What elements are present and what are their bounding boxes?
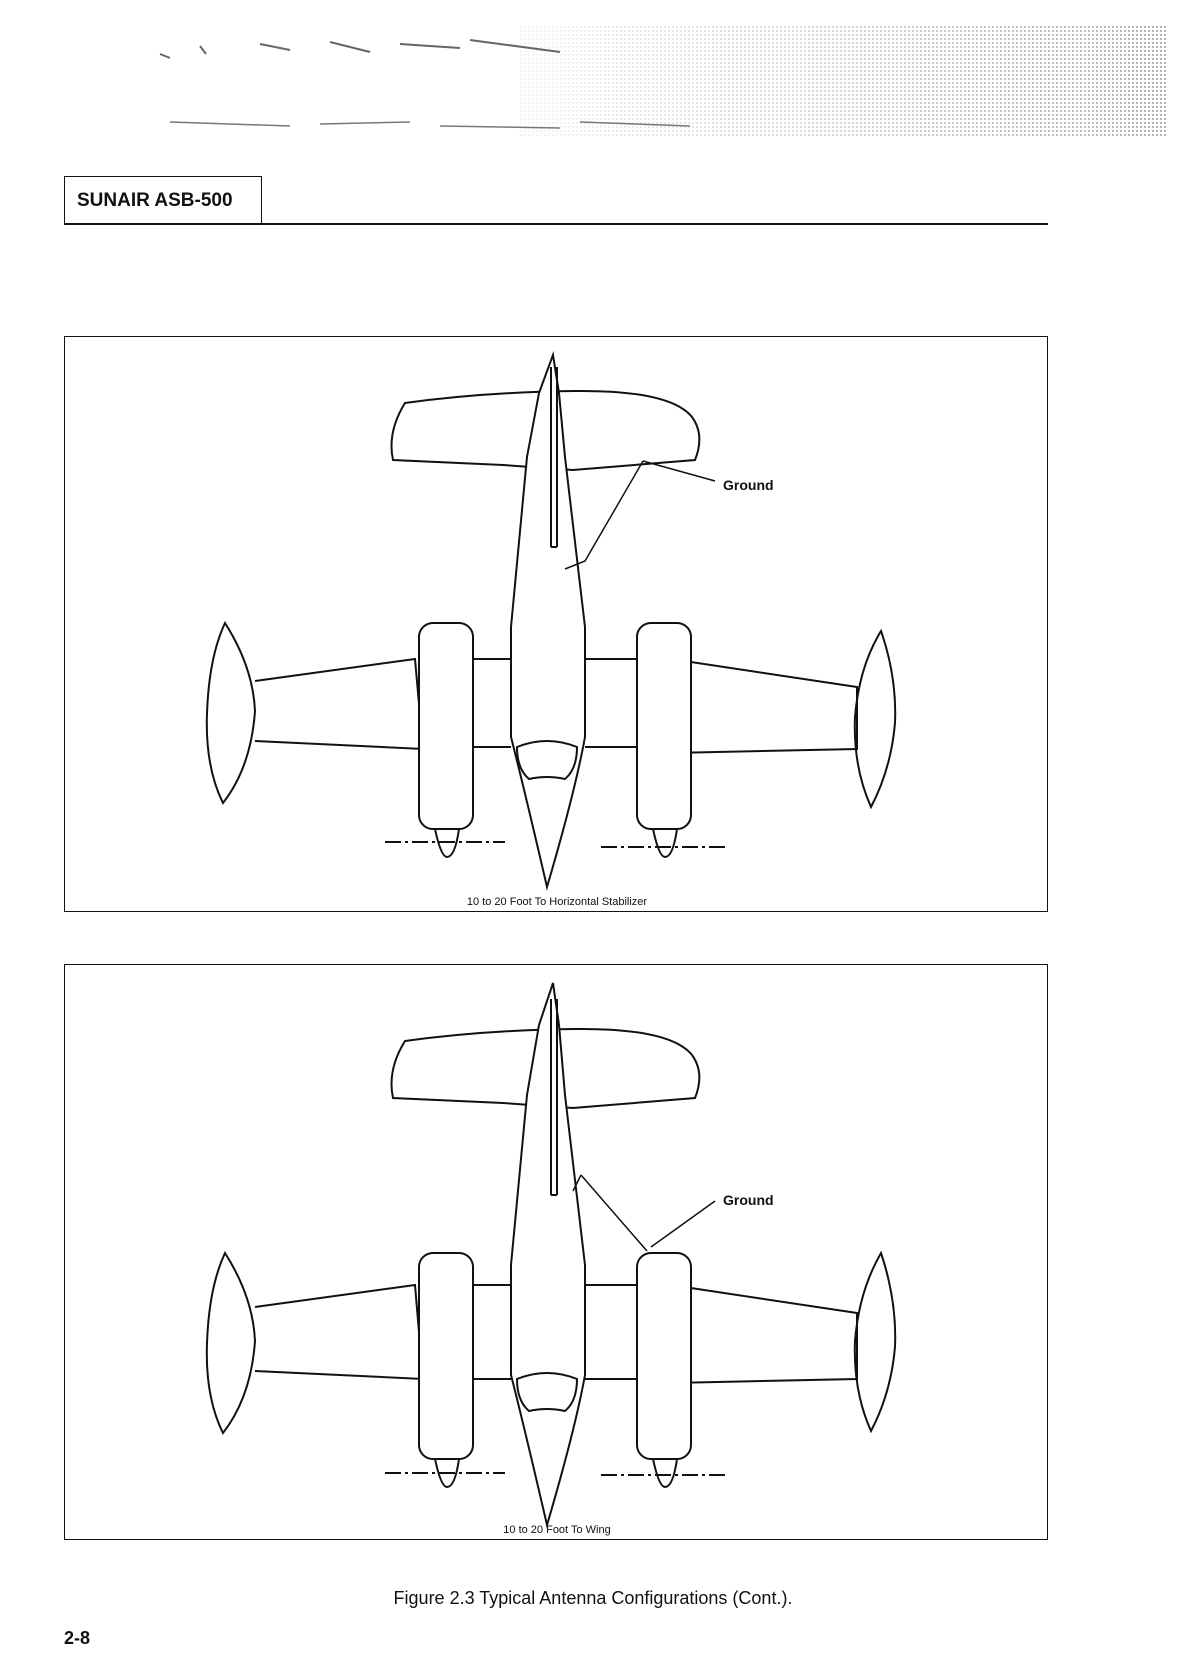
scan-artifact-strip (0, 14, 1186, 144)
page-number: 2-8 (64, 1628, 90, 1649)
figure-caption: Figure 2.3 Typical Antenna Configuration… (0, 1588, 1186, 1609)
figure-label-stabilizer: 10 to 20 Foot To Horizontal Stabilizer (467, 896, 648, 908)
figure-panel-wing: Ground 10 to 20 Foot To Wing (64, 964, 1048, 1540)
aircraft-diagram-stabilizer: Ground 10 to 20 Foot To Horizontal Stabi… (65, 337, 1049, 913)
aircraft-diagram-wing: Ground 10 to 20 Foot To Wing (65, 965, 1049, 1541)
header-rule (64, 223, 1048, 225)
document-title: SUNAIR ASB-500 (64, 176, 262, 224)
figure-panel-stabilizer: Ground 10 to 20 Foot To Horizontal Stabi… (64, 336, 1048, 912)
ground-label: Ground (723, 477, 774, 493)
figure-label-wing: 10 to 20 Foot To Wing (503, 1524, 610, 1536)
ground-label: Ground (723, 1192, 774, 1208)
